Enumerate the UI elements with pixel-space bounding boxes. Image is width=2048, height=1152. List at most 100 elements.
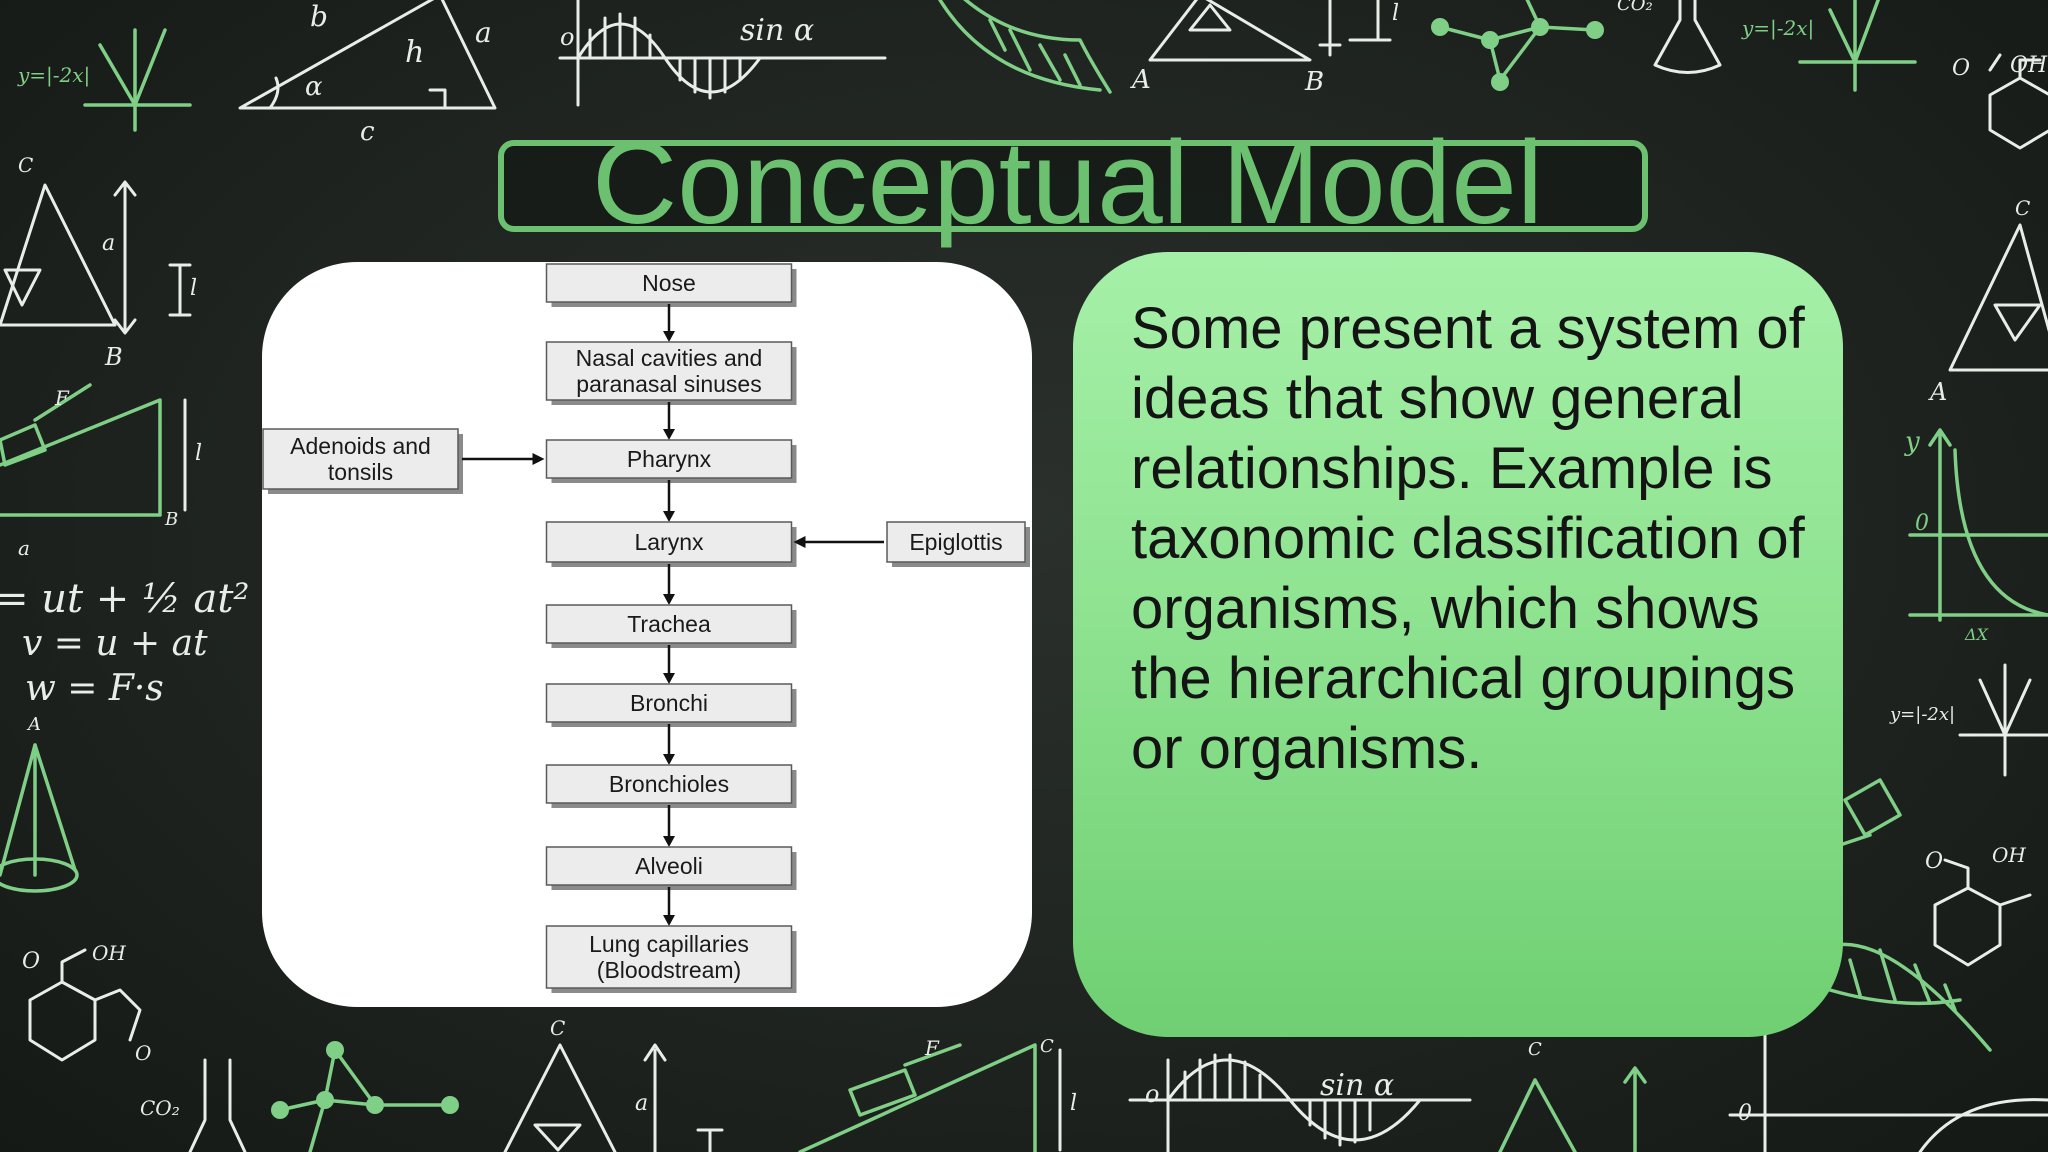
- svg-text:O: O: [1952, 56, 1970, 81]
- sin-label-bottom: sin α: [1320, 1068, 1394, 1103]
- flow-box-pharynx: Pharynx: [545, 439, 797, 483]
- svg-text:a: a: [635, 1091, 648, 1116]
- svg-text:F: F: [54, 386, 70, 410]
- title-frame: [498, 140, 1648, 232]
- svg-text:C: C: [550, 1016, 565, 1040]
- oh-label-left: OH: [92, 941, 126, 965]
- flow-box-bronchi: Bronchi: [545, 683, 797, 727]
- incline-sketch-right: [1838, 778, 1902, 847]
- flow-box-adenoids-tonsils-label: tonsils: [328, 459, 393, 485]
- flow-box-lung-capillaries-label: Lung capillaries: [589, 931, 749, 957]
- co2-label-top: CO₂: [1617, 0, 1653, 15]
- flow-box-nasal-cavities-and-label: Nasal cavities and: [576, 345, 763, 371]
- flow-box-trachea-label: Trachea: [627, 611, 711, 637]
- flow-arrow: [663, 402, 675, 440]
- sin-label-top: sin α: [740, 13, 814, 48]
- svg-text:B: B: [104, 343, 123, 371]
- svg-text:A: A: [1130, 65, 1151, 95]
- svg-text:C: C: [18, 153, 33, 177]
- svg-text:0: 0: [1915, 511, 1929, 536]
- flow-arrow: [663, 645, 675, 684]
- cone-sketch-left: A: [0, 714, 79, 893]
- flow-arrow: [663, 724, 675, 765]
- incline-sketch-left: F l B a: [0, 383, 202, 560]
- svg-text:a: a: [102, 231, 115, 256]
- flow-box-epiglottis-label: Epiglottis: [909, 529, 1002, 555]
- dna-sketch-top: [938, 0, 1112, 94]
- flow-box-nose-label: Nose: [642, 270, 696, 296]
- sine-wave-sketch-bottom: o sin α: [1128, 1053, 1472, 1152]
- svg-text:l: l: [190, 276, 197, 301]
- svg-text:y: y: [1904, 427, 1920, 457]
- svg-text:o: o: [560, 23, 574, 51]
- flow-box-larynx-label: Larynx: [634, 529, 704, 555]
- abs-graph-top-left: y=|-2x|: [17, 28, 192, 132]
- benzene-sketch-right-mid: O OH: [1925, 843, 2032, 967]
- slide-title: Conceptual Model: [592, 117, 1544, 249]
- svg-text:l: l: [1392, 1, 1399, 26]
- svg-text:c: c: [360, 117, 375, 147]
- incline-sketch-bottom: F C l: [798, 1036, 1077, 1152]
- flow-arrow: [663, 304, 675, 342]
- svg-text:α: α: [305, 72, 323, 102]
- abs-graph-top-right: y=|-2x|: [1741, 0, 1917, 92]
- flow-box-epiglottis: Epiglottis: [886, 521, 1030, 567]
- body-text: Some present a system of ideas that show…: [1131, 296, 1805, 781]
- triangle-sketch-left: a l B C: [0, 153, 197, 371]
- flask-sketch-bottom: CO₂: [140, 1058, 247, 1152]
- benzene-sketch-top-right: O OH: [1952, 53, 2048, 150]
- equation-1: = ut + ½ at²: [0, 576, 249, 622]
- triangle-sketch-right: C A: [1928, 196, 2048, 406]
- flow-box-alveoli-label: Alveoli: [635, 853, 703, 879]
- svg-text:0: 0: [1738, 1101, 1752, 1126]
- svg-text:A: A: [1928, 378, 1947, 406]
- svg-text:C: C: [2015, 196, 2030, 220]
- svg-text:C: C: [1040, 1036, 1054, 1057]
- abs-label-left: y=|-2x|: [17, 63, 90, 88]
- svg-text:h: h: [405, 35, 424, 70]
- flow-arrow: [462, 453, 545, 465]
- triangle-sketch-top-center: A B l: [1130, 0, 1399, 97]
- svg-text:b: b: [310, 0, 328, 33]
- svg-text:O: O: [22, 949, 40, 974]
- equations-left: = ut + ½ at² v = u + at w = F·s: [0, 576, 249, 709]
- svg-text:o: o: [1145, 1080, 1159, 1108]
- molecule-sketch-top: [1431, 0, 1604, 91]
- axes-graph-bottom-right: 0 C: [1498, 1028, 2048, 1152]
- svg-text:F: F: [924, 1036, 940, 1060]
- flow-box-alveoli: Alveoli: [545, 846, 797, 890]
- svg-text:B: B: [1304, 67, 1324, 97]
- sine-wave-sketch-top: o sin α: [558, 0, 887, 107]
- flow-arrow: [663, 805, 675, 847]
- flow-box-nose: Nose: [545, 263, 797, 307]
- axes-graph-right: y 0 ΔX: [1904, 427, 2048, 644]
- flow-box-trachea: Trachea: [545, 604, 797, 648]
- svg-text:a: a: [475, 16, 492, 49]
- oh-label-right-mid: OH: [1992, 843, 2026, 867]
- svg-text:A: A: [26, 714, 41, 735]
- svg-text:C: C: [1528, 1039, 1542, 1060]
- flow-box-bronchioles-label: Bronchioles: [609, 771, 729, 797]
- abs-label-right: y=|-2x|: [1741, 16, 1814, 41]
- abs-label-right-mid: y=|-2x|: [1889, 704, 1955, 725]
- svg-text:l: l: [195, 441, 202, 466]
- oh-label-right: OH: [2010, 53, 2048, 78]
- molecule-sketch-bottom: [271, 1041, 459, 1152]
- flow-arrow: [663, 887, 675, 926]
- equation-2: v = u + at: [22, 623, 208, 664]
- flow-arrow: [663, 480, 675, 522]
- flow-arrow: [793, 536, 884, 548]
- flow-box-lung-capillaries: Lung capillaries(Bloodstream): [545, 925, 797, 993]
- benzene-sketch-left: O OH O: [22, 941, 151, 1065]
- flow-box-bronchioles: Bronchioles: [545, 764, 797, 808]
- flow-box-pharynx-label: Pharynx: [627, 446, 712, 472]
- svg-text:a: a: [18, 536, 30, 560]
- svg-text:O: O: [1925, 849, 1943, 874]
- svg-text:O: O: [135, 1041, 151, 1065]
- svg-text:B: B: [164, 509, 178, 530]
- abs-graph-right-mid: y=|-2x|: [1889, 663, 2048, 777]
